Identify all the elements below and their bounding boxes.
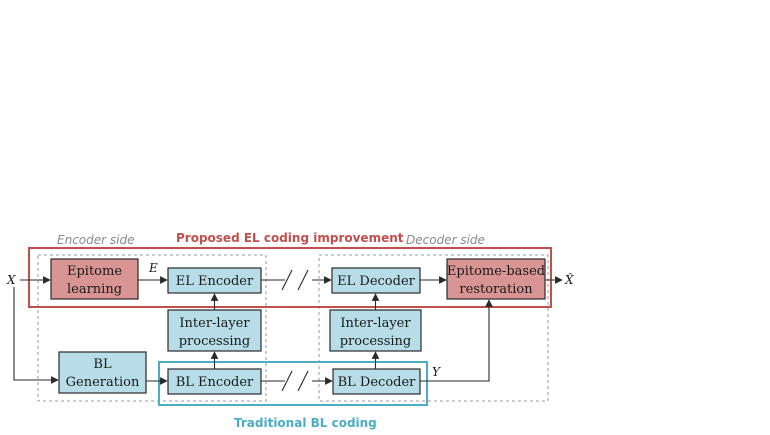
epitome-learning-line2: learning — [67, 282, 122, 297]
input-x-label: X — [6, 273, 16, 287]
epitome-e-label: E — [148, 261, 158, 275]
el-channel-break-1 — [281, 269, 293, 291]
bl-decoder-label: BL Decoder — [338, 375, 417, 390]
el-encoder-label: EL Encoder — [176, 274, 254, 289]
traditional-bl-title: Traditional BL coding — [234, 416, 377, 430]
inter-layer-enc-box: Inter-layer processing — [167, 309, 262, 352]
bl-decoder-box: BL Decoder — [332, 368, 421, 395]
bl-generation-line2: Generation — [66, 375, 140, 390]
encoder-side-region — [37, 254, 267, 402]
el-decoder-box: EL Decoder — [331, 267, 421, 294]
arrow-bl-decoder-to-restoration — [420, 299, 493, 382]
inter-layer-dec-line1: Inter-layer — [340, 316, 411, 331]
bl-channel-break-1 — [281, 370, 293, 392]
el-channel-break-2 — [297, 269, 309, 291]
decoder-side-label: Decoder side — [406, 233, 485, 247]
output-xhat-label: X̂ — [564, 272, 574, 287]
arrow-x-to-bl-generation — [13, 287, 59, 384]
decoder-side-region — [318, 254, 549, 402]
bl-generation-box: BL Generation — [58, 351, 147, 394]
epitome-restoration-line1: Epitome-based — [447, 264, 545, 279]
bl-encoder-box: BL Encoder — [167, 368, 262, 395]
epitome-learning-box: Epitome learning — [50, 258, 139, 300]
inter-layer-dec-box: Inter-layer processing — [329, 309, 422, 352]
inter-layer-dec-line2: processing — [340, 334, 412, 349]
bl-channel-break-2 — [297, 370, 309, 392]
epitome-restoration-box: Epitome-based restoration — [446, 258, 546, 300]
inter-layer-enc-line2: processing — [179, 334, 251, 349]
proposed-el-title: Proposed EL coding improvement — [176, 231, 404, 245]
el-encoder-box: EL Encoder — [167, 267, 262, 294]
traditional-bl-region — [158, 361, 428, 406]
encoder-side-label: Encoder side — [57, 233, 134, 247]
bl-encoder-label: BL Encoder — [176, 375, 254, 390]
proposed-el-region — [28, 247, 552, 308]
epitome-learning-line1: Epitome — [67, 264, 122, 279]
el-decoder-label: EL Decoder — [337, 274, 415, 289]
bl-generation-line1: BL — [93, 357, 112, 372]
connectors — [13, 269, 563, 392]
inter-layer-enc-line1: Inter-layer — [179, 316, 250, 331]
bl-output-y-label: Y — [432, 365, 441, 379]
epitome-restoration-line2: restoration — [459, 282, 533, 297]
